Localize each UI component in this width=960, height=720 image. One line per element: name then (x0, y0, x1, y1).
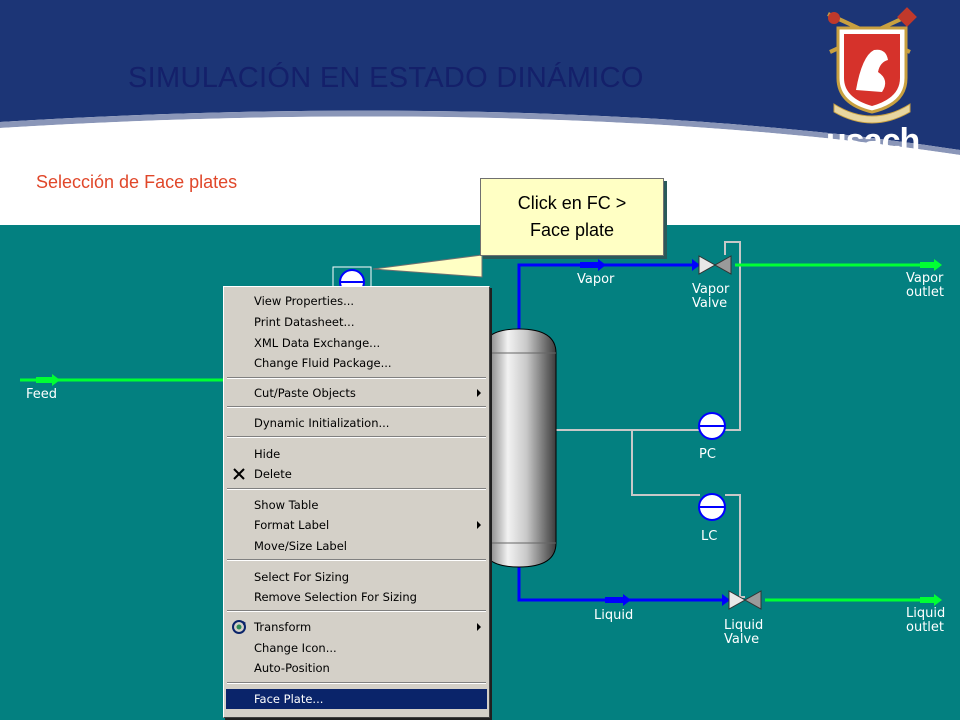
callout-line-2: Face plate (529, 220, 615, 240)
vapor-stream-label: Vapor (577, 272, 615, 287)
menu-item-view-properties[interactable]: View Properties... (254, 294, 355, 308)
menu-item-delete[interactable]: Delete (226, 464, 487, 484)
lc-label: LC (701, 529, 718, 544)
vapor-valve-icon[interactable] (698, 255, 732, 275)
menu-item-select-for-sizing[interactable]: Select For Sizing (254, 570, 350, 584)
slide-subtitle: Selección de Face plates (36, 172, 238, 192)
university-crest-icon (827, 7, 917, 124)
menu-item-change-fluid-package[interactable]: Change Fluid Package... (254, 356, 392, 370)
vapor-stream[interactable] (517, 259, 700, 330)
menu-item-auto-position[interactable]: Auto-Position (254, 661, 330, 675)
callout-pointer (372, 254, 483, 278)
header-background (0, 0, 960, 225)
lc-controller-icon[interactable] (698, 493, 726, 521)
menu-separator (227, 610, 486, 612)
liquid-outlet-label-line2: outlet (906, 620, 944, 635)
liquid-outlet-stream[interactable] (765, 594, 942, 606)
slide-header: SIMULACIÓN EN ESTADO DINÁMICO usach Sele… (0, 0, 960, 225)
menu-item-dynamic-initialization[interactable]: Dynamic Initialization... (254, 416, 390, 430)
university-logo-text: usach (826, 122, 920, 160)
menu-separator (227, 488, 486, 490)
menu-separator (227, 559, 486, 561)
menu-separator (227, 377, 486, 379)
menu-separator (227, 436, 486, 438)
instruction-callout: Click en FC > Face plate (480, 178, 664, 256)
menu-item-change-icon[interactable]: Change Icon... (254, 641, 337, 655)
submenu-arrow-icon (477, 623, 481, 631)
context-menu: View Properties... Print Datasheet... XM… (223, 286, 490, 718)
pc-controller-icon[interactable] (698, 412, 726, 440)
menu-separator (227, 406, 486, 408)
liquid-valve-label-line1: Liquid (724, 618, 764, 633)
menu-item-xml-data-exchange[interactable]: XML Data Exchange... (254, 336, 381, 350)
vapor-outlet-label-line1: Vapor (906, 271, 944, 286)
transform-icon (232, 620, 246, 634)
menu-item-move-size-label[interactable]: Move/Size Label (254, 539, 347, 553)
feed-stream[interactable] (20, 374, 225, 386)
liquid-valve-label-line2: Valve (724, 632, 760, 647)
liquid-stream-label: Liquid (594, 608, 634, 623)
menu-item-format-label[interactable]: Format Label (226, 515, 487, 535)
vapor-valve-label-line2: Valve (692, 296, 728, 311)
menu-item-hide[interactable]: Hide (254, 447, 281, 461)
liquid-stream[interactable] (517, 560, 730, 606)
menu-item-cut-paste-objects[interactable]: Cut/Paste Objects (226, 383, 487, 403)
menu-item-transform[interactable]: Transform (226, 617, 487, 637)
lc-signal-line (725, 494, 745, 598)
feed-label: Feed (26, 387, 58, 402)
submenu-arrow-icon (477, 521, 481, 529)
pc-label: PC (699, 447, 716, 462)
flowsheet-drawing (20, 241, 942, 610)
menu-item-remove-selection-for-sizing[interactable]: Remove Selection For Sizing (254, 590, 417, 604)
menu-item-show-table[interactable]: Show Table (254, 498, 319, 512)
liquid-valve-icon[interactable] (728, 590, 762, 610)
x-icon (233, 468, 245, 480)
vapor-outlet-stream[interactable] (735, 259, 942, 271)
callout-line-1: Click en FC > (517, 193, 627, 213)
menu-item-face-plate[interactable]: Face Plate... (226, 689, 487, 709)
menu-item-print-datasheet[interactable]: Print Datasheet... (254, 315, 355, 329)
vapor-valve-label-line1: Vapor (692, 282, 730, 297)
separator-vessel[interactable] (481, 328, 557, 568)
vapor-outlet-label-line2: outlet (906, 285, 944, 300)
liquid-outlet-label-line1: Liquid (906, 606, 946, 621)
menu-separator (227, 682, 486, 684)
submenu-arrow-icon (477, 389, 481, 397)
slide-title: SIMULACIÓN EN ESTADO DINÁMICO (128, 62, 644, 94)
